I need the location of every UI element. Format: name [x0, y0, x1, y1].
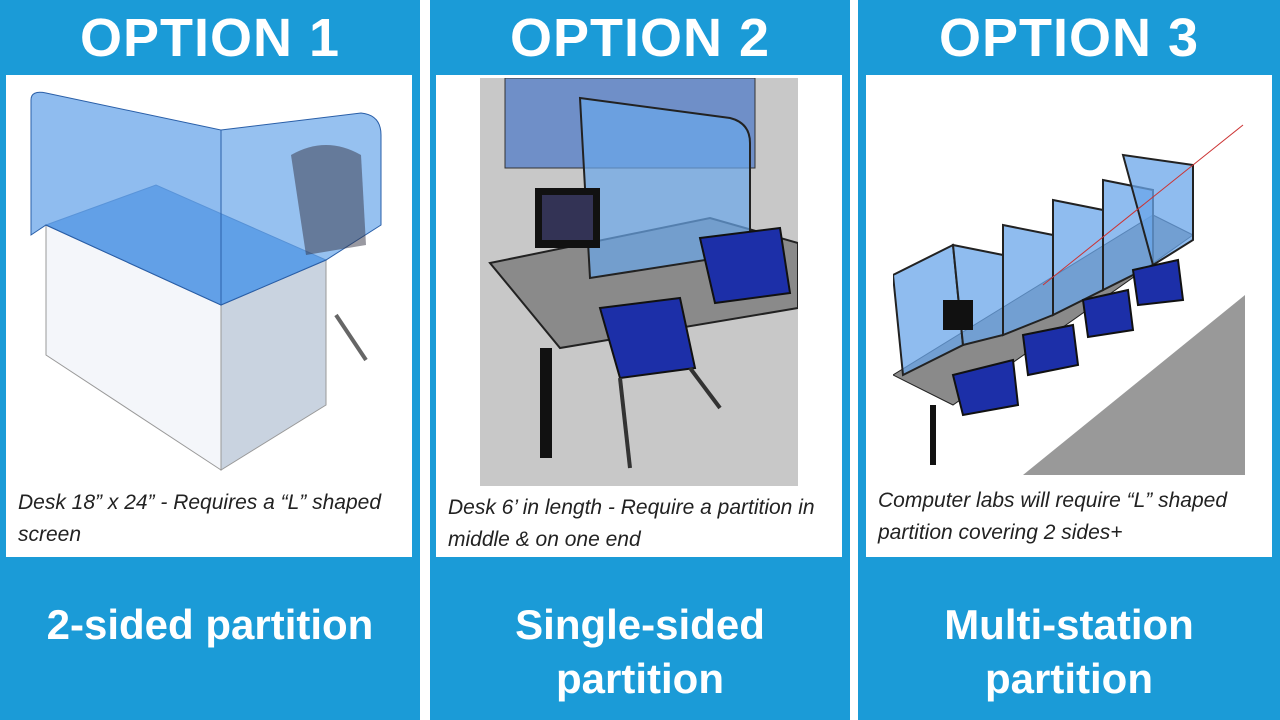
- option-caption: Computer labs will require “L” shaped pa…: [878, 489, 1227, 544]
- option-label: 2-sided partition: [46, 601, 374, 648]
- option-card: Computer labs will require “L” shaped pa…: [866, 75, 1272, 557]
- option-title: OPTION 3: [938, 8, 1200, 68]
- option-3-panel: OPTION 3 Computer labs: [858, 0, 1280, 720]
- option-title: OPTION 2: [509, 8, 771, 68]
- option-caption: Desk 6’ in length - Require a partition …: [448, 496, 815, 551]
- option-card: Desk 6’ in length - Require a partition …: [436, 75, 842, 557]
- option-1-panel: OPTION 1 Desk 18” x 24” - Requires a “L”…: [0, 0, 420, 720]
- l-shaped-desk-illustration: [30, 91, 382, 471]
- option-card: Desk 18” x 24” - Requires a “L” shaped s…: [6, 75, 412, 557]
- multi-station-lab-illustration: [893, 105, 1245, 475]
- option-label: Single-sided partition: [515, 601, 765, 702]
- single-sided-desk-illustration: [480, 78, 798, 486]
- option-2-panel: OPTION 2 Desk 6’ in length - Require a p…: [430, 0, 850, 720]
- option-title: OPTION 1: [79, 8, 341, 68]
- option-caption: Desk 18” x 24” - Requires a “L” shaped s…: [18, 491, 381, 546]
- option-label: Multi-station partition: [944, 601, 1194, 702]
